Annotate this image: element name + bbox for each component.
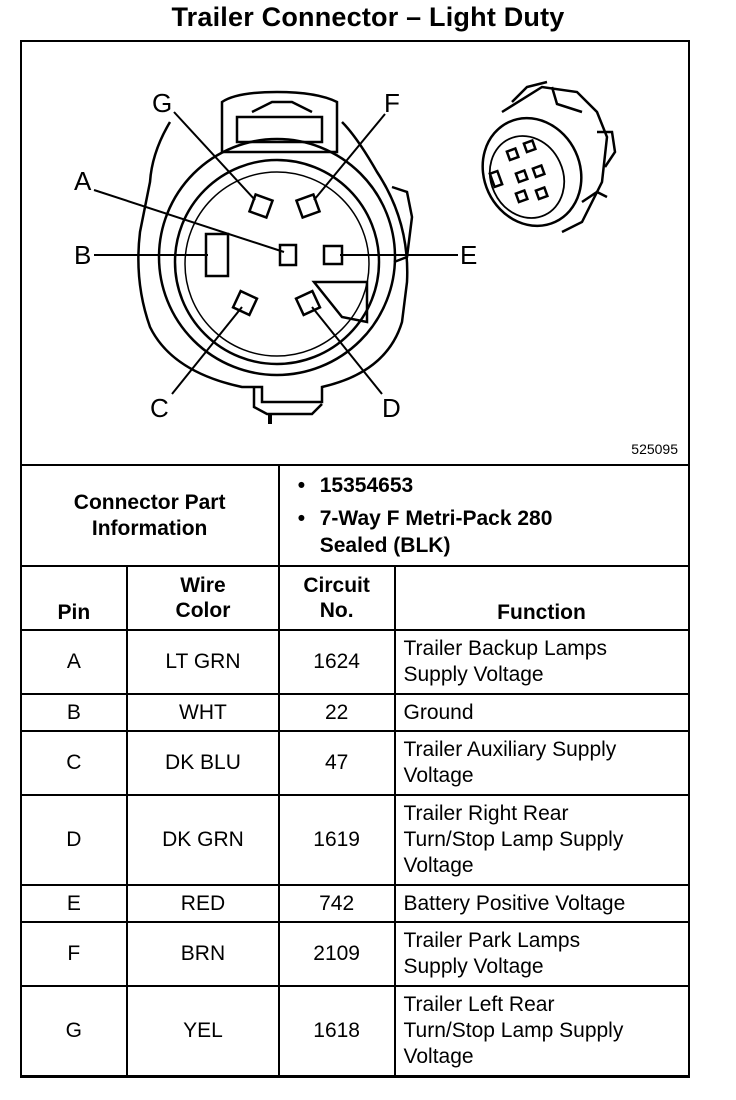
pin-label-b: B — [74, 240, 91, 270]
function-line: Voltage — [403, 1045, 474, 1068]
cell-circuit: 2109 — [277, 921, 396, 987]
column-header-wire-color-line2: Color — [175, 599, 231, 622]
connector-info-label: Connector Part Information — [19, 464, 280, 567]
function-line: Turn/Stop Lamp Supply — [403, 1019, 624, 1042]
function-line: Voltage — [403, 854, 474, 877]
column-header-circuit-line1: Circuit — [303, 574, 370, 597]
function-line: Battery Positive Voltage — [403, 891, 626, 915]
pin-label-c: C — [150, 393, 169, 423]
function-line: Voltage — [403, 764, 474, 787]
column-header-pin: Pin — [19, 565, 129, 631]
cell-wire-color: WHT — [126, 693, 280, 732]
column-header-circuit: Circuit No. — [277, 565, 396, 631]
cell-pin: C — [19, 730, 129, 796]
cell-pin: E — [19, 884, 129, 923]
cell-pin: D — [19, 794, 129, 886]
column-header-circuit-line2: No. — [319, 599, 354, 622]
figure-number: 525095 — [631, 441, 678, 457]
connector-info-label-line2: Information — [91, 516, 208, 540]
cell-wire-color: DK BLU — [126, 730, 280, 796]
pinout-table: Connector Part Information 15354653 7-Wa… — [19, 464, 690, 1077]
cell-circuit: 47 — [277, 730, 396, 796]
cell-pin: A — [19, 629, 129, 695]
column-header-wire-color-line1: Wire — [180, 574, 226, 597]
cell-function: Battery Positive Voltage — [393, 884, 690, 923]
connector-perspective-icon — [481, 80, 617, 234]
connector-description: 7-Way F Metri-Pack 280 Sealed (BLK) — [298, 505, 688, 559]
cell-function: Ground — [393, 693, 690, 732]
function-line: Trailer Backup Lamps — [403, 637, 607, 660]
cell-circuit: 22 — [277, 693, 396, 732]
page-title: Trailer Connector – Light Duty — [171, 2, 565, 32]
function-line: Turn/Stop Lamp Supply — [403, 828, 624, 851]
connector-description-line1: 7-Way F Metri-Pack 280 — [319, 507, 553, 530]
cell-circuit: 742 — [277, 884, 396, 923]
part-number: 15354653 — [298, 472, 688, 499]
cell-wire-color: RED — [126, 884, 280, 923]
pin-label-e: E — [460, 240, 477, 270]
cell-wire-color: BRN — [126, 921, 280, 987]
column-header-function: Function — [393, 565, 690, 631]
function-line: Supply Voltage — [403, 955, 544, 978]
table-header-row: Pin Wire Color Circuit No. Function — [19, 565, 690, 631]
column-header-wire-color: Wire Color — [126, 565, 280, 631]
connector-info-row: Connector Part Information 15354653 7-Wa… — [19, 464, 690, 567]
cell-wire-color: YEL — [126, 985, 280, 1077]
cell-circuit: 1624 — [277, 629, 396, 695]
connector-description-line2: Sealed (BLK) — [319, 534, 451, 557]
function-line: Supply Voltage — [403, 663, 544, 686]
connector-diagram: G F A B E C D — [74, 80, 617, 424]
connector-info-values: 15354653 7-Way F Metri-Pack 280 Sealed (… — [277, 464, 690, 567]
function-line: Trailer Auxiliary Supply — [403, 738, 617, 761]
pin-label-g: G — [152, 88, 172, 118]
cell-pin: B — [19, 693, 129, 732]
function-line: Trailer Left Rear — [403, 993, 555, 1016]
function-line: Trailer Right Rear — [403, 802, 569, 825]
function-line: Ground — [403, 700, 474, 724]
cell-wire-color: DK GRN — [126, 794, 280, 886]
cell-pin: F — [19, 921, 129, 987]
function-line: Trailer Park Lamps — [403, 929, 581, 952]
cell-wire-color: LT GRN — [126, 629, 280, 695]
cell-circuit: 1619 — [277, 794, 396, 886]
pin-label-f: F — [384, 88, 400, 118]
cell-circuit: 1618 — [277, 985, 396, 1077]
cell-pin: G — [19, 985, 129, 1077]
connector-info-label-line1: Connector Part — [73, 490, 226, 514]
pin-label-a: A — [74, 166, 92, 196]
pin-label-d: D — [382, 393, 401, 423]
diagram-frame: G F A B E C D 525095 — [19, 40, 690, 1078]
